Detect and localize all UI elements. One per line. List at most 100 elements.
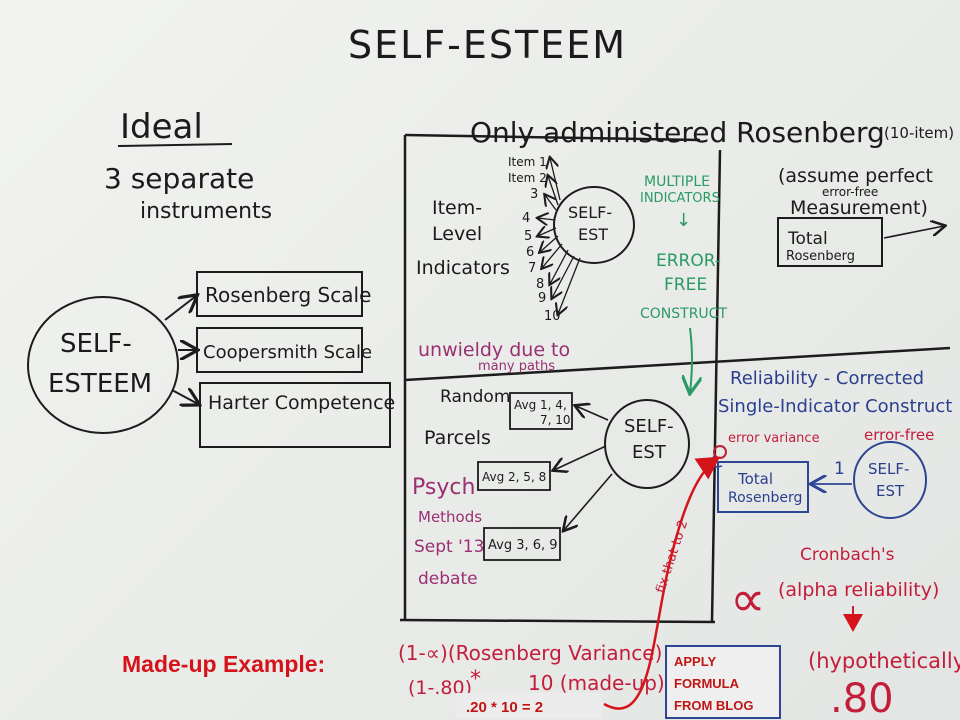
item-label: 5 — [524, 229, 532, 244]
error-free-3: CONSTRUCT — [640, 306, 727, 322]
ideal-arrow-1 — [164, 296, 196, 321]
item-level-label-1: Item- — [432, 197, 482, 219]
parcels-random: Random — [440, 387, 510, 407]
instrument-box-coopersmith — [196, 327, 363, 373]
item-label: Item 2 — [508, 171, 547, 185]
item-label: 4 — [522, 211, 530, 226]
apply-formula-line2: FORMULA — [674, 676, 740, 691]
alpha-value: .80 — [830, 676, 894, 720]
multiple-indicators-1: MULTIPLE — [644, 174, 710, 190]
total-rosenberg-top-arrow — [883, 226, 944, 239]
formula-times: * — [470, 667, 481, 692]
parcel-arrow-2 — [554, 445, 607, 470]
reliability-path-one: 1 — [834, 459, 845, 479]
apply-formula-box — [665, 645, 781, 719]
assume-line2: error-free — [822, 185, 878, 199]
ideal-heading: Ideal — [120, 107, 203, 147]
total-rosenberg-box-top — [777, 217, 883, 267]
item-level-label-2: Level — [432, 223, 482, 245]
item-label: Item 1 — [508, 155, 547, 169]
frame-bottom — [399, 618, 716, 624]
calc-box — [456, 693, 602, 718]
item-label: 8 — [536, 277, 544, 292]
rosenberg-only-10item: (10-item) — [884, 124, 954, 142]
reliability-heading-2: Single-Indicator Construct — [718, 396, 952, 417]
ideal-construct-line1: SELF- — [60, 329, 132, 359]
hypothetically-label: (hypothetically) — [808, 649, 960, 673]
parcels-label: Parcels — [424, 427, 491, 449]
frame-divider — [404, 346, 951, 382]
unwieldy-1: unwieldy due to — [418, 339, 570, 361]
error-variance-label: error variance — [728, 431, 820, 446]
instrument-label-harter: Harter Competence — [208, 392, 395, 414]
green-down-arrow — [690, 327, 692, 392]
parcels-construct-line2: EST — [632, 442, 667, 463]
item-level-construct-circle — [553, 186, 635, 264]
parcel-arrow-3 — [564, 473, 613, 530]
psych-methods-2: Methods — [418, 508, 482, 526]
title: SELF-ESTEEM — [348, 23, 627, 67]
total-rosenberg-top-line2: Rosenberg — [786, 249, 855, 264]
ideal-construct-circle — [27, 296, 179, 434]
multiple-indicators-arrow: ↓ — [676, 210, 691, 231]
cronbach-label: Cronbach's — [800, 545, 895, 565]
ideal-sub1: 3 separate — [104, 162, 254, 195]
error-free-label: error-free — [864, 426, 934, 444]
alpha-reliability-label: (alpha reliability) — [778, 579, 939, 601]
parcel-box-2 — [477, 461, 551, 491]
unwieldy-2: many paths — [478, 359, 555, 374]
reliability-construct-circle — [853, 441, 927, 519]
made-up-example-label: Made-up Example: — [122, 651, 325, 677]
psych-methods-3: Sept '13 — [414, 537, 484, 557]
total-rosenberg-top-line1: Total — [787, 229, 828, 249]
parcel-arrow-1 — [576, 406, 609, 421]
apply-formula-line1: APPLY — [674, 654, 716, 669]
psych-methods-1: Psych — [412, 475, 475, 500]
calc-to-error-variance-arrow — [603, 456, 721, 710]
item-label: 9 — [538, 291, 546, 306]
item-label: 7 — [528, 261, 536, 276]
total-rosenberg-box-bottom — [717, 461, 809, 513]
multiple-indicators-2: INDICATORS — [640, 191, 720, 206]
item-label: 3 — [530, 187, 538, 202]
instrument-label-rosenberg: Rosenberg Scale — [205, 283, 371, 307]
alpha-symbol: ∝ — [730, 570, 766, 628]
reliability-heading-1: Reliability - Corrected — [730, 368, 924, 389]
total-rosenberg-bottom-line2: Rosenberg — [728, 490, 802, 506]
parcel-box-1-line1: Avg 1, 4, — [514, 398, 567, 412]
item-level-construct-line1: SELF- — [568, 203, 612, 222]
calc-text: .20 * 10 = 2 — [466, 699, 543, 716]
ideal-construct-line2: ESTEEM — [48, 369, 152, 399]
assume-line3: Measurement) — [790, 197, 928, 219]
formula-line1: (1-∝)(Rosenberg Variance) — [398, 641, 662, 665]
item-level-construct-line2: EST — [578, 225, 608, 244]
instrument-box-harter — [199, 382, 391, 448]
parcel-box-1 — [509, 392, 573, 430]
parcel-box-1-line2: 7, 10 — [540, 413, 571, 427]
apply-formula-line3: FROM BLOG — [674, 698, 753, 713]
parcel-box-3-line1: Avg 3, 6, 9 — [488, 538, 558, 553]
parcels-construct-circle — [604, 399, 690, 489]
ideal-sub2: instruments — [140, 199, 272, 224]
error-free-1: ERROR- — [656, 251, 721, 271]
total-rosenberg-bottom-line1: Total — [737, 470, 773, 488]
item-label: 10 — [544, 309, 561, 324]
formula-line2b: 10 (made-up) — [528, 671, 665, 695]
ideal-arrow-3 — [171, 390, 198, 404]
item-level-label-3: Indicators — [416, 257, 510, 279]
instrument-label-coopersmith: Coopersmith Scale — [203, 342, 372, 363]
frame-top — [404, 133, 701, 142]
item-paths — [538, 158, 581, 314]
parcel-box-3 — [483, 527, 561, 561]
psych-methods-4: debate — [418, 569, 478, 589]
ideal-underline — [117, 143, 233, 147]
rosenberg-only-heading: Only administered Rosenberg — [470, 116, 885, 149]
instrument-box-rosenberg — [196, 271, 363, 317]
reliability-construct-line1: SELF- — [868, 460, 909, 478]
parcel-box-2-line1: Avg 2, 5, 8 — [482, 470, 546, 484]
reliability-construct-line2: EST — [876, 482, 905, 500]
parcels-construct-line1: SELF- — [624, 416, 674, 437]
assume-line1: (assume perfect — [778, 165, 933, 187]
item-label: 6 — [526, 245, 534, 260]
